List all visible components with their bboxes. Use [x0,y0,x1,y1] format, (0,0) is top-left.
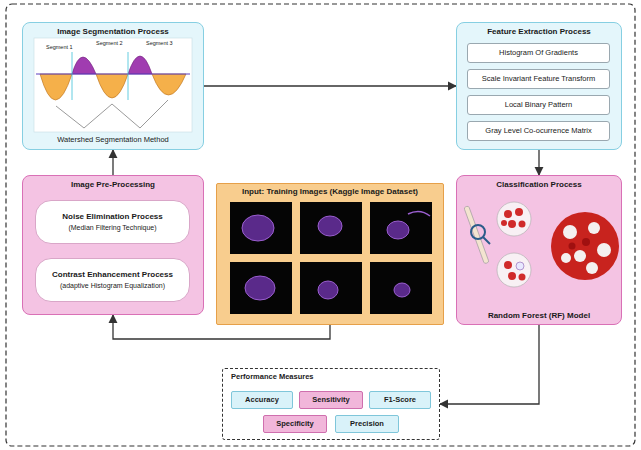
process-panel: Feature Extraction ProcessHistogram Of G… [456,22,622,150]
method-box: Scale Invariant Feature Transform [467,69,610,89]
process-panel: Classification ProcessRandom Forest (RF)… [456,175,622,325]
watershed-chart [34,38,192,132]
node-title: Contrast Enhancement Process [52,270,173,279]
node-title: Noise Elimination Process [62,212,162,221]
node-subtitle: (Median Filtering Technique) [68,224,156,232]
metric-box: Accuracy [231,391,293,409]
node-subtitle: Random Forest (RF) Model [488,311,590,320]
flow-arrow [204,85,456,86]
metric-box: Sensitivity [299,391,363,409]
node-title: Histogram Of Gradients [499,49,578,58]
node-title: F1-Score [384,396,416,405]
metrics-panel: Performance MeasuresAccuracy Sensitivity F… [222,368,440,440]
node-title: Gray Level Co-ocurrence Matrix [485,127,591,136]
node-title: Sensitivity [312,396,350,405]
process-panel: Image Pre-ProcessingNoise Elimination Pr… [22,175,204,315]
node-title: Precision [350,420,384,429]
metric-box: Precision [335,415,399,433]
node-title: Specificity [276,420,314,429]
segment-label: Segment 3 [146,40,173,46]
metric-box: F1-Score [369,391,431,409]
flow-arrow [538,150,539,175]
method-box: Histogram Of Gradients [467,43,610,63]
node-subtitle: (adaptive Histogram Equalization) [60,282,165,290]
node-title: Local Binary Pattern [505,101,573,110]
training-image-tiles [230,202,432,314]
flow-arrow [112,150,113,175]
blood-cell-illustration [464,202,619,287]
step-pill: Contrast Enhancement Process (adaptive Hi… [35,258,190,302]
node-title: Input: Training Images (Kaggle Image Dat… [242,187,418,196]
node-title: Image Segmentation Process [57,27,169,36]
node-title: Image Pre-Processing [71,180,155,189]
segment-label: Segment 1 [46,44,73,50]
node-title: Classification Process [496,180,581,189]
node-title: Feature Extraction Process [487,27,591,36]
input-panel: Input: Training Images (Kaggle Image Dat… [216,183,444,325]
node-title: Performance Measures [231,373,314,382]
flow-arrow [440,325,539,404]
node-subtitle: Watershed Segmentation Method [57,136,168,145]
method-box: Gray Level Co-ocurrence Matrix [467,121,610,141]
metric-box: Specificity [263,415,327,433]
node-title: Scale Invariant Feature Transform [482,75,595,84]
node-title: Accuracy [245,396,279,405]
method-box: Local Binary Pattern [467,95,610,115]
step-pill: Noise Elimination Process (Median Filteri… [35,200,190,244]
segment-label: Segment 2 [96,40,123,46]
